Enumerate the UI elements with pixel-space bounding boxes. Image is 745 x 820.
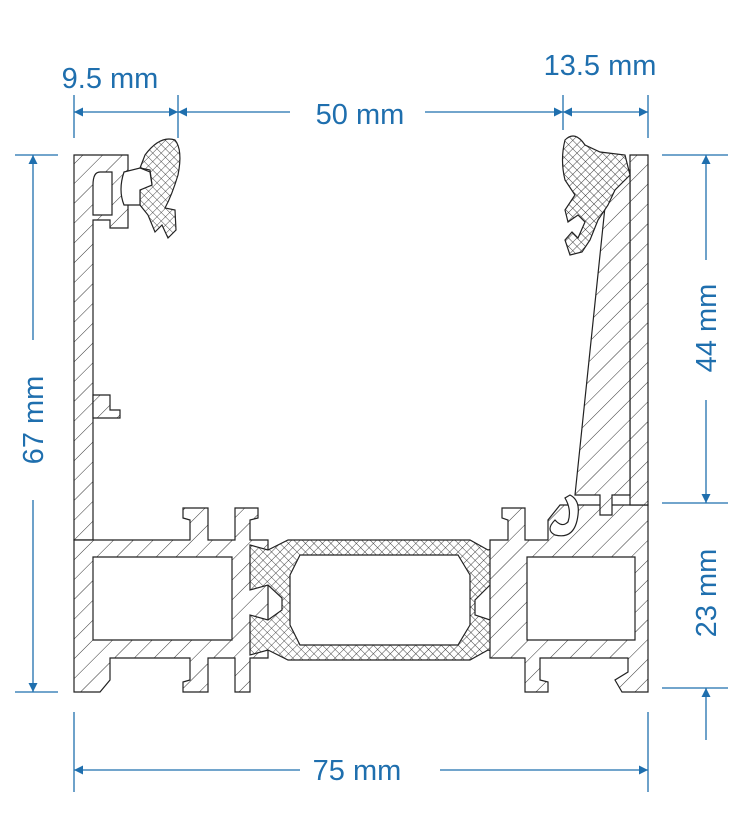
left-inner-clip <box>92 394 121 419</box>
dim-left-height: 67 mm <box>18 376 50 465</box>
bead-clip-slot <box>549 494 579 537</box>
aluminium-profile <box>73 154 649 693</box>
left-gasket <box>139 138 181 240</box>
left-gasket-foot <box>120 167 153 206</box>
left-bottom-tube <box>73 507 269 693</box>
left-hook-inner <box>92 171 113 216</box>
glazing-bead <box>574 169 631 516</box>
dim-right-lower: 23 mm <box>691 549 723 638</box>
dim-top-middle: 50 mm <box>316 99 405 131</box>
dim-right-upper: 44 mm <box>691 284 723 373</box>
dim-top-right: 13.5 mm <box>544 50 657 82</box>
dimension-lines <box>15 95 728 792</box>
right-wall <box>629 154 649 506</box>
thermal-break <box>249 539 511 661</box>
dim-bottom-width: 75 mm <box>313 755 402 787</box>
dim-top-left: 9.5 mm <box>62 63 159 95</box>
right-gasket <box>561 135 631 256</box>
right-bottom-tube <box>489 504 649 693</box>
